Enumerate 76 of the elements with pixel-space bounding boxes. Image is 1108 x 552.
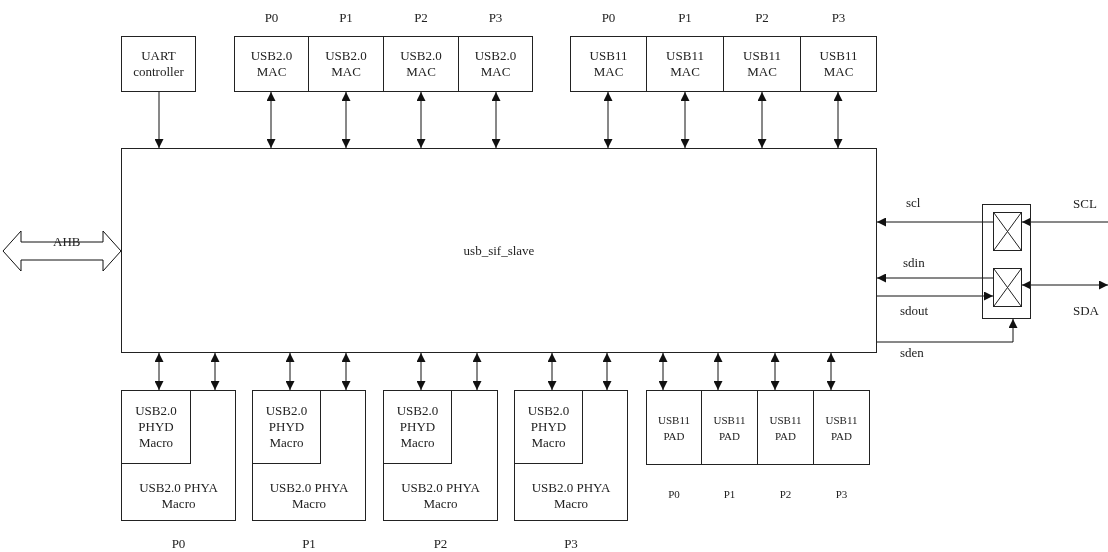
arrow xyxy=(757,91,767,149)
arrow xyxy=(210,352,220,391)
block-label: USB2.0 PHYD Macro xyxy=(395,403,440,451)
block-label: USB2.0 MAC xyxy=(249,48,294,80)
block xyxy=(121,148,877,353)
arrow xyxy=(266,91,276,149)
block-label: USB2.0 MAC xyxy=(399,48,443,80)
arrow xyxy=(472,352,482,391)
port-label: P1 xyxy=(722,487,737,502)
port-label: P3 xyxy=(487,10,504,26)
arrow xyxy=(416,352,426,391)
arrow xyxy=(1021,280,1108,290)
block-label: USB2.0 PHYD Macro xyxy=(526,403,571,451)
bus-arrow xyxy=(2,230,122,272)
arrow xyxy=(154,91,164,149)
block-label: USB2.0 PHYA Macro xyxy=(400,480,481,512)
block-label: USB11 PAD xyxy=(657,412,691,444)
arrow xyxy=(341,91,351,149)
block xyxy=(121,36,196,92)
io-pad-block xyxy=(982,204,1031,319)
port-label: P2 xyxy=(432,536,449,552)
port-label: P3 xyxy=(830,10,847,26)
arrow xyxy=(416,91,426,149)
block-label: UART controller xyxy=(132,48,185,80)
port-label: P0 xyxy=(170,536,187,552)
arrow xyxy=(491,91,501,149)
port-label: P3 xyxy=(563,536,579,552)
arrow xyxy=(826,352,836,391)
block-label: USB11 MAC xyxy=(818,48,859,80)
port-label: P2 xyxy=(778,487,793,502)
block-label: USB11 MAC xyxy=(665,48,705,80)
port-label: P1 xyxy=(301,536,317,552)
block xyxy=(383,390,452,464)
block-label: USB11 PAD xyxy=(712,412,747,444)
port-label: P3 xyxy=(834,487,849,502)
block-label: USB2.0 PHYA Macro xyxy=(138,480,219,512)
block-label: USB11 MAC xyxy=(588,48,629,80)
block xyxy=(121,390,191,464)
port-label: P2 xyxy=(413,10,429,26)
bus-label: AHB xyxy=(52,234,82,250)
port-label: P0 xyxy=(263,10,280,26)
arrow xyxy=(658,352,668,391)
port-label: P0 xyxy=(667,487,681,502)
port-label: P1 xyxy=(677,10,693,26)
block-label: USB11 PAD xyxy=(824,412,859,444)
block-label: USB2.0 PHYD Macro xyxy=(264,403,309,451)
block-label: USB2.0 PHYA Macro xyxy=(268,480,350,512)
io-pad-cell xyxy=(993,268,1022,307)
port-label: P2 xyxy=(754,10,770,26)
block-label: USB2.0 PHYD Macro xyxy=(134,403,178,451)
block-label: usb_sif_slave xyxy=(463,242,535,259)
block-label: USB2.0 PHYA Macro xyxy=(530,480,612,512)
block xyxy=(252,390,321,464)
arrow xyxy=(680,91,690,149)
block-label: USB11 PAD xyxy=(768,412,803,444)
arrow xyxy=(547,352,557,391)
arrow xyxy=(341,352,351,391)
arrow xyxy=(876,318,1018,343)
arrow xyxy=(876,217,994,227)
block-label: USB2.0 MAC xyxy=(473,48,518,80)
arrow xyxy=(154,352,164,391)
io-pad-cell xyxy=(993,212,1022,251)
arrow xyxy=(770,352,780,391)
arrow xyxy=(833,91,843,149)
arrow xyxy=(285,352,295,391)
block xyxy=(514,390,583,464)
port-label: P1 xyxy=(338,10,354,26)
arrow xyxy=(713,352,723,391)
arrow xyxy=(876,273,994,283)
port-label: P0 xyxy=(600,10,617,26)
block-label: USB11 MAC xyxy=(742,48,782,80)
arrow xyxy=(602,352,612,391)
arrow xyxy=(603,91,613,149)
block-label: USB2.0 MAC xyxy=(324,48,368,80)
arrow xyxy=(1021,217,1108,227)
arrow xyxy=(876,291,994,301)
